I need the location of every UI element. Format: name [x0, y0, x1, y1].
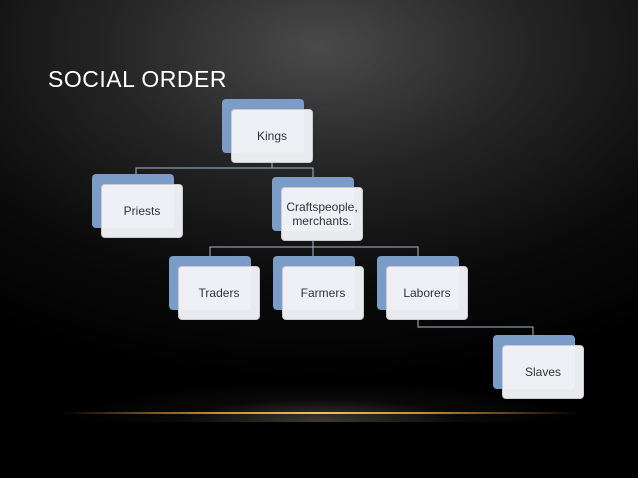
edge-laborers-slaves	[417, 320, 534, 336]
node-traders-label: Traders	[178, 266, 260, 320]
stage-glow	[70, 352, 570, 422]
node-kings-label: Kings	[231, 109, 313, 163]
edge-craftspeople-laborers	[312, 240, 419, 256]
slide-title: SOCIAL ORDER	[48, 66, 227, 92]
node-laborers-label: Laborers	[386, 266, 468, 320]
edge-craftspeople-traders	[209, 240, 314, 256]
node-craftspeople-label: Craftspeople, merchants.	[281, 187, 363, 241]
node-slaves-label: Slaves	[502, 345, 584, 399]
node-priests-label: Priests	[101, 184, 183, 238]
node-farmers-label: Farmers	[282, 266, 364, 320]
edge-kings-craftspeople	[271, 162, 314, 178]
floor-accent-line	[60, 412, 580, 414]
